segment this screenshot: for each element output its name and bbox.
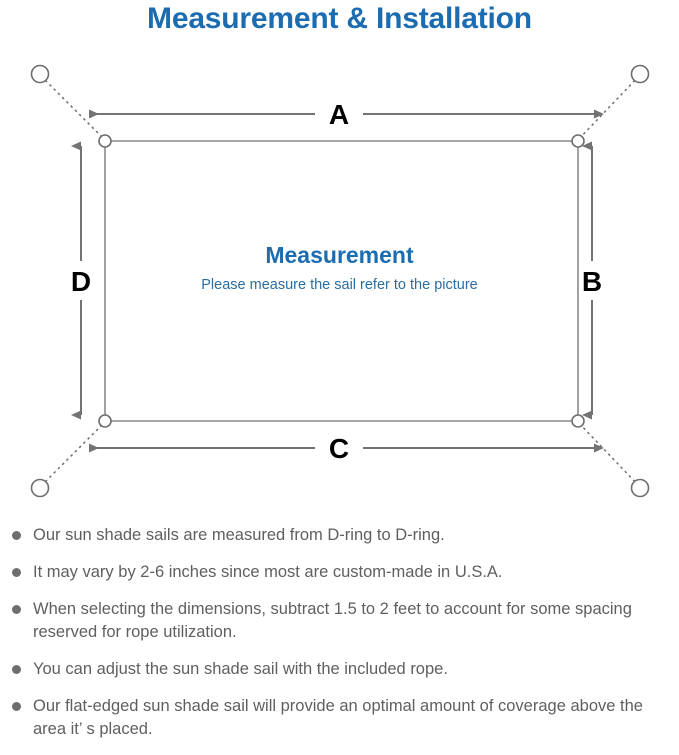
list-item: Our sun shade sails are measured from D-… — [0, 524, 679, 547]
rope-line-top-left — [40, 75, 107, 142]
dimension-label-b: B — [582, 266, 602, 297]
rope-line-bottom-left — [40, 420, 107, 487]
bullet-icon — [12, 665, 21, 674]
list-item: It may vary by 2-6 inches since most are… — [0, 561, 679, 584]
dimension-label-a: A — [329, 99, 349, 130]
d-ring-top-right — [571, 134, 585, 148]
list-item-text: You can adjust the sun shade sail with t… — [33, 660, 448, 678]
d-ring-top-left — [98, 134, 112, 148]
rope-line-bottom-right — [576, 420, 640, 487]
anchor-point-bottom-right — [630, 478, 650, 498]
list-item-text: Our sun shade sails are measured from D-… — [33, 526, 445, 544]
list-item: When selecting the dimensions, subtract … — [0, 598, 679, 644]
list-item-text: It may vary by 2-6 inches since most are… — [33, 563, 503, 581]
diagram-center-subtitle: Please measure the sail refer to the pic… — [201, 277, 478, 293]
bullet-icon — [12, 702, 21, 711]
anchor-point-bottom-left — [30, 478, 50, 498]
page-title: Measurement & Installation — [147, 2, 532, 35]
measurement-diagram: A C D B — [0, 40, 679, 520]
list-item-text: Our flat-edged sun shade sail will provi… — [33, 697, 643, 738]
anchor-point-top-right — [630, 64, 650, 84]
list-item: Our flat-edged sun shade sail will provi… — [0, 695, 679, 741]
diagram-center-heading: Measurement — [265, 242, 414, 268]
d-ring-bottom-left — [98, 414, 112, 428]
notes-list: Our sun shade sails are measured from D-… — [0, 524, 679, 755]
dimension-label-c: C — [329, 433, 349, 464]
bullet-icon — [12, 531, 21, 540]
anchor-point-top-left — [30, 64, 50, 84]
bullet-icon — [12, 568, 21, 577]
list-item-text: When selecting the dimensions, subtract … — [33, 600, 632, 641]
bullet-icon — [12, 605, 21, 614]
rope-line-top-right — [576, 75, 640, 142]
d-ring-bottom-right — [571, 414, 585, 428]
dimension-label-d: D — [71, 266, 91, 297]
list-item: You can adjust the sun shade sail with t… — [0, 658, 679, 681]
sail-outline — [104, 140, 579, 422]
